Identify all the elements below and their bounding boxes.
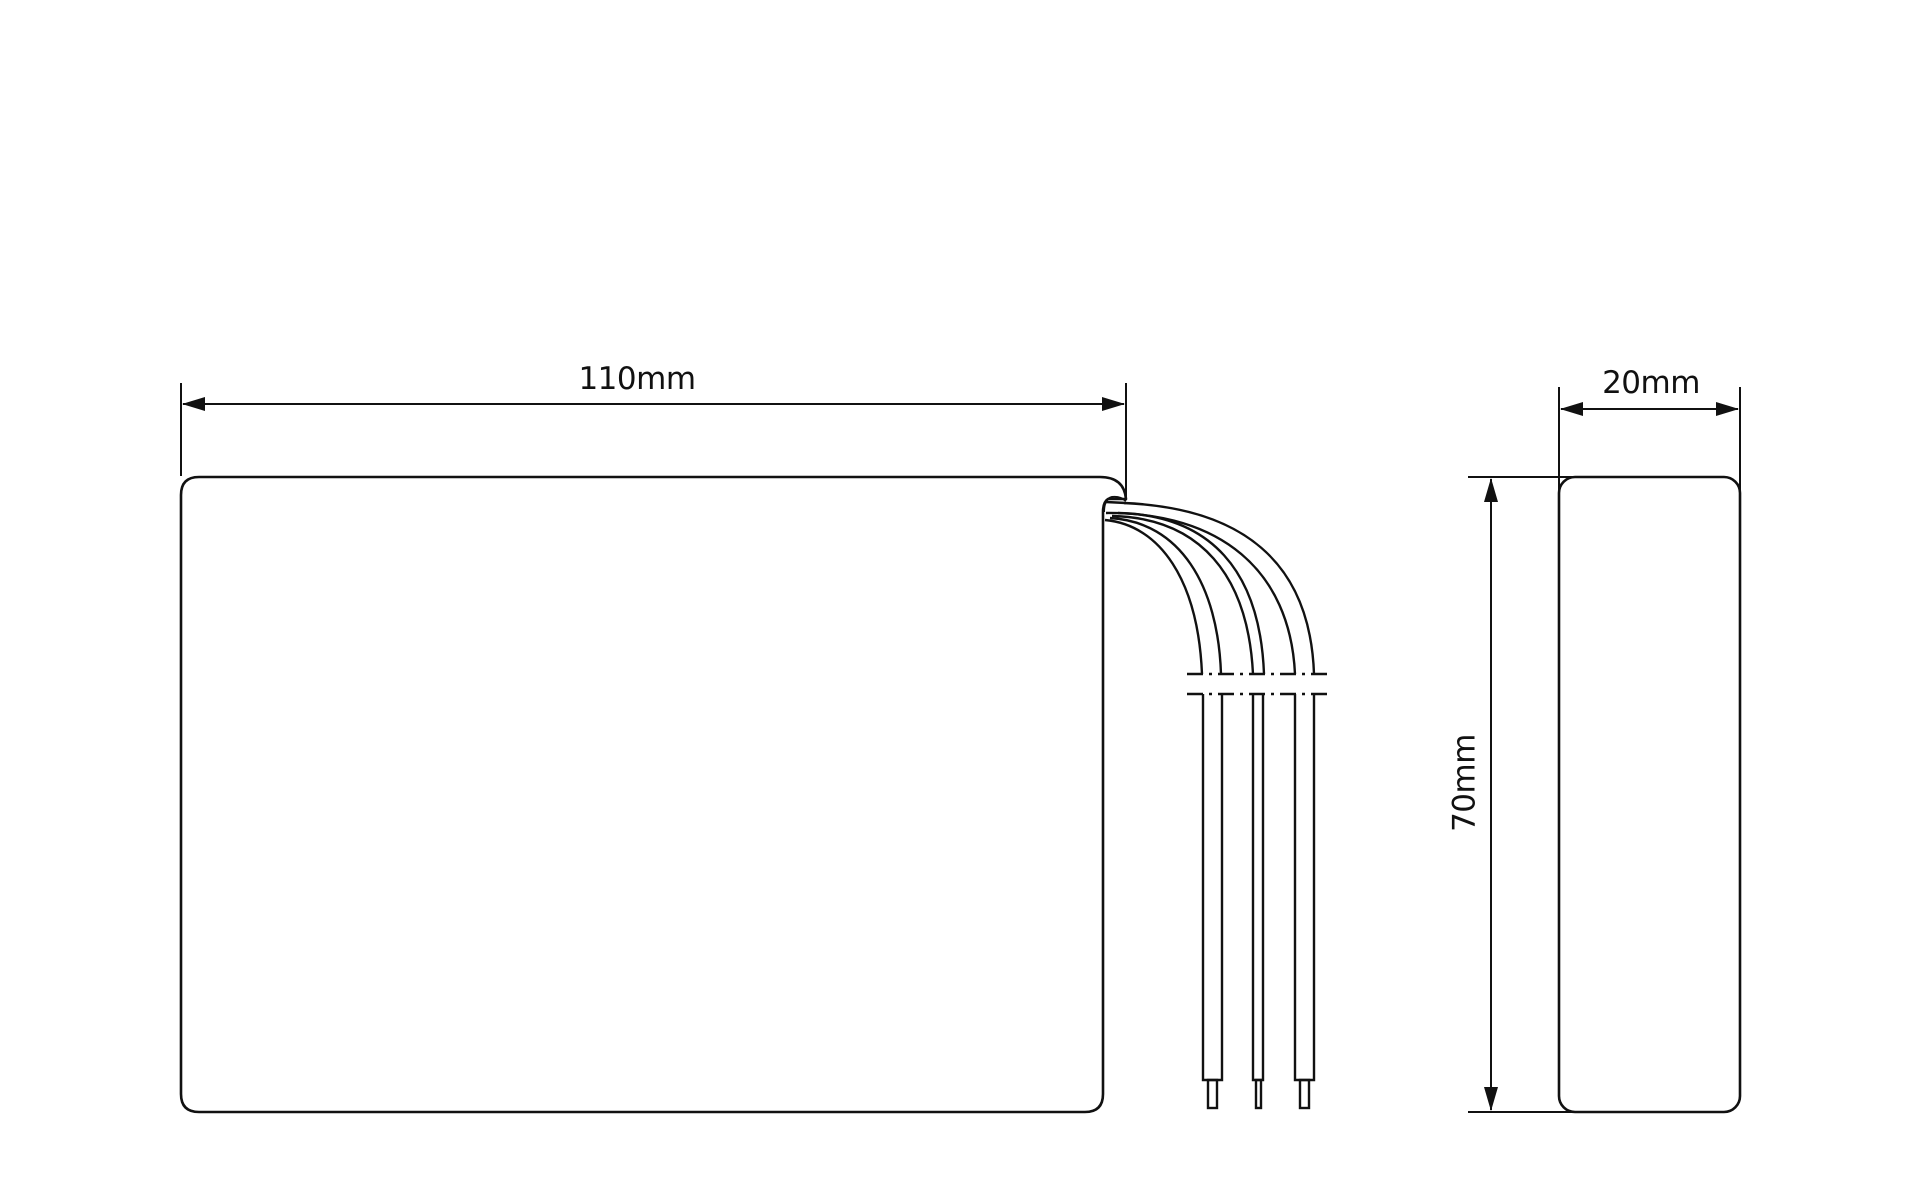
wire-bundle-top [1105, 500, 1127, 505]
battery-body-outline [179, 475, 1128, 1114]
width-arrow-right-icon [1102, 397, 1125, 411]
wire-1-right-edge [1109, 516, 1223, 675]
wire-2-lead [1251, 694, 1265, 1110]
width-dimension [180, 383, 1127, 499]
wire-2-left-edge [1111, 514, 1255, 675]
thickness-dimension-label: 20mm [1602, 365, 1700, 401]
wire-1-conductor [1206, 1078, 1219, 1110]
wire-3-lead [1293, 694, 1316, 1110]
width-arrow-left-icon [182, 397, 205, 411]
wire-3-conductor [1298, 1078, 1311, 1110]
wire-3-right-edge [1123, 501, 1316, 675]
wire-3-left-edge [1105, 511, 1297, 675]
height-dimension [1468, 476, 1575, 1113]
thickness-dimension [1558, 387, 1741, 490]
side-view [1468, 387, 1742, 1114]
wire-2-right-edge [1117, 511, 1266, 675]
thickness-arrow-right-icon [1716, 402, 1739, 416]
wire-2-conductor [1254, 1078, 1263, 1110]
height-arrow-bottom-icon [1484, 1087, 1498, 1111]
wire-leads [1201, 694, 1316, 1110]
thickness-arrow-left-icon [1560, 402, 1583, 416]
wire-bundle [1104, 500, 1316, 675]
height-dimension-label: 70mm [1446, 734, 1483, 832]
height-arrow-top-icon [1484, 478, 1498, 502]
wire-exit-cap [1103, 495, 1127, 513]
wire-1-lead [1201, 694, 1224, 1110]
front-view [179, 383, 1327, 1114]
width-dimension-label: 110mm [578, 361, 696, 397]
side-body-outline [1557, 475, 1742, 1114]
wire-1-left-edge [1104, 518, 1204, 675]
